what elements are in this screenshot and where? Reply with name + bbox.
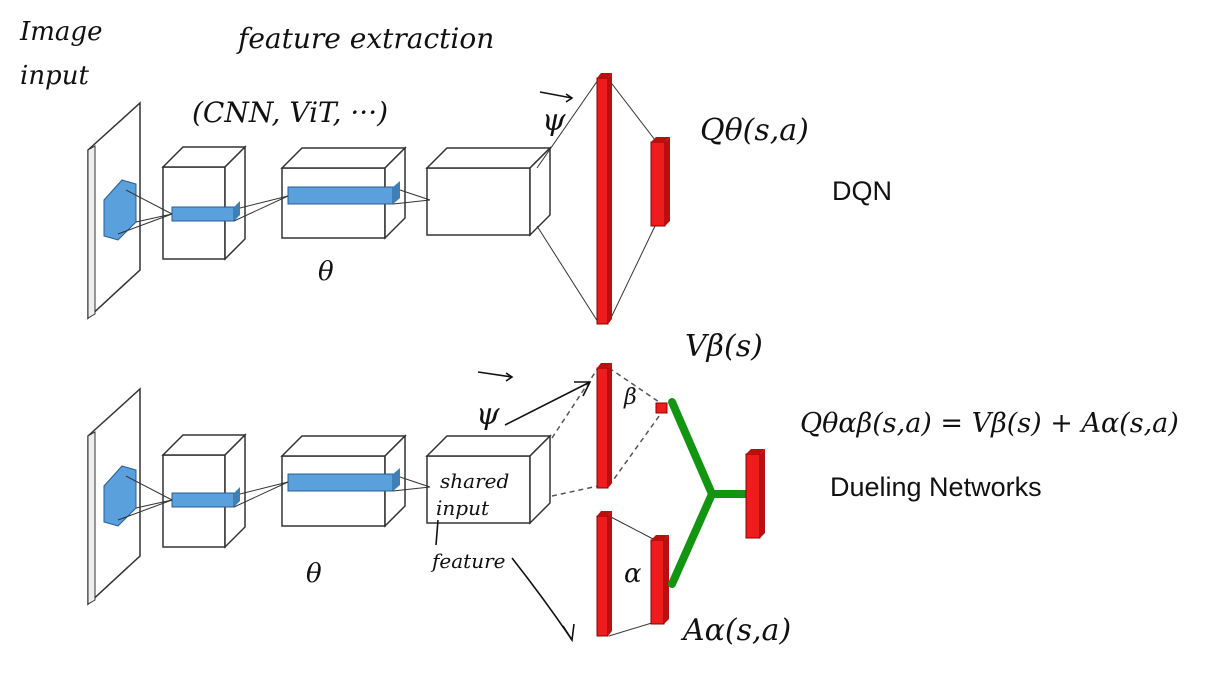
conv-block-1-bottom (161, 433, 247, 549)
psi-bottom-label: ψ (476, 397, 500, 432)
alpha-label: α (624, 559, 642, 589)
connection-lines-bottom (117, 475, 656, 637)
conv-block-3 (425, 146, 552, 237)
beta-label: β (623, 385, 637, 410)
conv-block-2 (280, 146, 407, 240)
shared-label-2: input (436, 496, 490, 520)
dueling-network (87, 91, 765, 643)
fc-layer (596, 73, 612, 325)
annotations: Image input feature extraction (CNN, ViT… (19, 17, 1179, 648)
q-output-layer (650, 137, 670, 227)
conv-block-2-bottom (280, 434, 407, 528)
shared-label-1: shared (440, 469, 509, 493)
theta-bottom-label: θ (306, 559, 322, 589)
advantage-stream-layer (596, 511, 612, 637)
shared-label-3: feature (430, 549, 505, 573)
conv-block-1 (161, 145, 247, 261)
advantage-output-layer (650, 535, 669, 625)
dqn-title: DQN (832, 176, 892, 206)
q-output-layer-bottom (745, 449, 765, 539)
psi-top-label: ψ (542, 103, 566, 138)
value-stream-layer (596, 363, 612, 489)
feature-extraction-label: feature extraction (236, 22, 494, 55)
input-image-plane (87, 101, 141, 320)
equation-label: Qθαβ(s,a) = Vβ(s) + Aα(s,a) (800, 408, 1179, 439)
image-input-label-2: input (20, 61, 89, 91)
dashed-links (551, 367, 663, 497)
dueling-title: Dueling Networks (830, 472, 1042, 502)
backbones-label: (CNN, ViT, ···) (192, 96, 388, 129)
handwritten-arrows (435, 91, 592, 643)
q-top-label: Qθ(s,a) (700, 113, 809, 148)
v-label: Vβ(s) (685, 329, 763, 364)
conv-block-3-bottom (425, 434, 552, 525)
image-input-label-1: Image (19, 17, 102, 47)
input-image-plane-bottom (87, 387, 141, 606)
connection-lines (117, 79, 656, 323)
a-label: Aα(s,a) (680, 613, 791, 648)
aggregation-connector (668, 398, 750, 588)
theta-top-label: θ (318, 257, 334, 287)
value-output-node (655, 402, 668, 414)
dqn-network (87, 73, 670, 325)
